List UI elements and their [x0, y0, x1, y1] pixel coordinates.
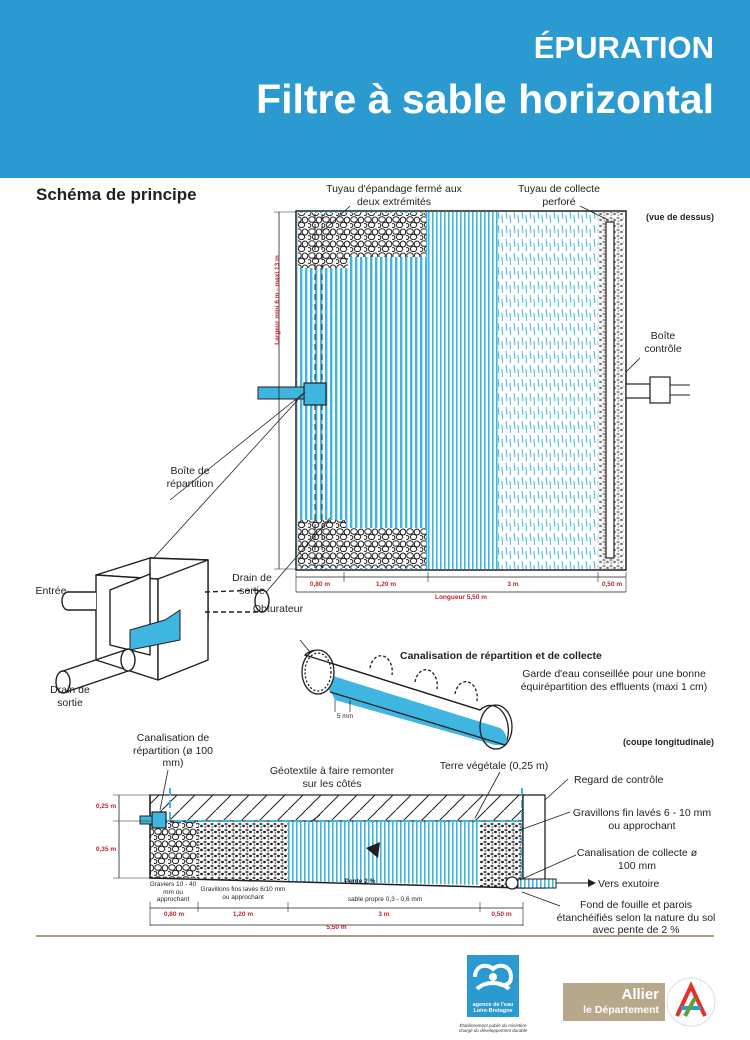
- plug-label: Obturateur: [252, 603, 304, 615]
- collection-pipe-section-label: Canalisation de collecte ø 100 mm: [576, 847, 698, 872]
- layer-gravel-label: Graviers 10 - 40 mm ou approchant: [149, 881, 197, 903]
- section-dim-2: 1,20 m: [232, 911, 254, 918]
- fine-gravel-label: Gravillons fin lavés 6 - 10 mm ou approc…: [572, 807, 712, 832]
- agence-eau-logo: [467, 955, 519, 1017]
- distribution-box-3d: [55, 557, 270, 694]
- layer-fine-label: Gravillons fins lavés 6/10 mm ou approch…: [200, 886, 286, 901]
- header-title: Filtre à sable horizontal: [256, 76, 714, 122]
- top-view: [257, 210, 690, 593]
- section-dim-4: 0,50 m: [491, 911, 512, 918]
- bottom-label: Fond de fouille et parois étanchéifiés s…: [556, 899, 716, 936]
- top-dim-4: 0,50 m: [601, 581, 623, 588]
- ae-mark-icon: [473, 963, 514, 991]
- collection-pipe-label: Tuyau de collecte perforé: [518, 183, 600, 208]
- geotextile-label: Géotextile à faire remonter sur les côté…: [269, 765, 395, 790]
- distribution-pipe-label: Canalisation de répartition (ø 100 mm): [133, 732, 213, 769]
- layer-sand-label: sable propre 0,3 - 0,6 mm: [347, 896, 423, 903]
- pipe-detail: [299, 639, 513, 750]
- section-dim-1: 0,80 m: [163, 911, 185, 918]
- distribution-box-label: Boîte de répartition: [166, 465, 214, 490]
- agence-eau-name: agence de l'eau Loire-Bretagne: [467, 1002, 519, 1014]
- cross-section: [113, 769, 596, 926]
- section-total-label: 5,50 m: [326, 924, 347, 931]
- height-mid-label: 0,35 m: [95, 846, 117, 853]
- agence-caption: Établissement public du ministère chargé…: [458, 1023, 528, 1033]
- agence-line2: Loire-Bretagne: [473, 1008, 513, 1014]
- header-subtitle: ÉPURATION: [533, 30, 714, 65]
- top-view-caption: (vue de dessus): [645, 212, 714, 222]
- top-dim-1: 0,80 m: [309, 581, 331, 588]
- agence-line1: agence de l'eau: [472, 1002, 514, 1008]
- section-view-caption: (coupe longitudinale): [623, 737, 714, 747]
- slope-label: Pente 2 %: [344, 878, 376, 885]
- allier-mark-icon: [666, 977, 716, 1027]
- pipe-detail-note: Garde d'eau conseillée pour une bonne éq…: [520, 668, 708, 693]
- topsoil-label: Terre végétale (0,25 m): [439, 760, 549, 772]
- top-dim-2: 1,20 m: [375, 581, 397, 588]
- top-view-leaders: [149, 205, 641, 606]
- inlet-label: Entrée: [35, 585, 67, 597]
- allier-name: Allier: [621, 986, 659, 1003]
- section-dim-3: 3 m: [378, 911, 390, 918]
- height-top-label: 0,25 m: [95, 803, 117, 810]
- width-dimension-label: Largeur mini 6 m - maxi 13 m: [274, 255, 281, 345]
- drain-right-label: Drain de sortie: [232, 572, 272, 597]
- header-banner: [0, 0, 750, 178]
- inspection-label: Regard de contrôle: [574, 774, 664, 786]
- length-label: Longueur 5,50 m: [434, 594, 487, 601]
- allier-departement: le Département: [583, 1004, 659, 1016]
- control-box-label: Boîte contrôle: [644, 330, 682, 355]
- drain-left-label: Drain de sortie: [50, 684, 90, 709]
- footer-divider: [36, 935, 714, 937]
- spreading-pipe-label: Tuyau d'épandage fermé aux deux extrémit…: [326, 183, 462, 208]
- pipe-detail-dim: 5 mm: [336, 713, 354, 720]
- pipe-detail-title: Canalisation de répartition et de collec…: [400, 650, 602, 662]
- section-title: Schéma de principe: [36, 185, 197, 204]
- outlet-label: Vers exutoire: [598, 878, 660, 890]
- allier-logo-box: [563, 983, 665, 1021]
- top-dim-3: 3 m: [507, 581, 519, 588]
